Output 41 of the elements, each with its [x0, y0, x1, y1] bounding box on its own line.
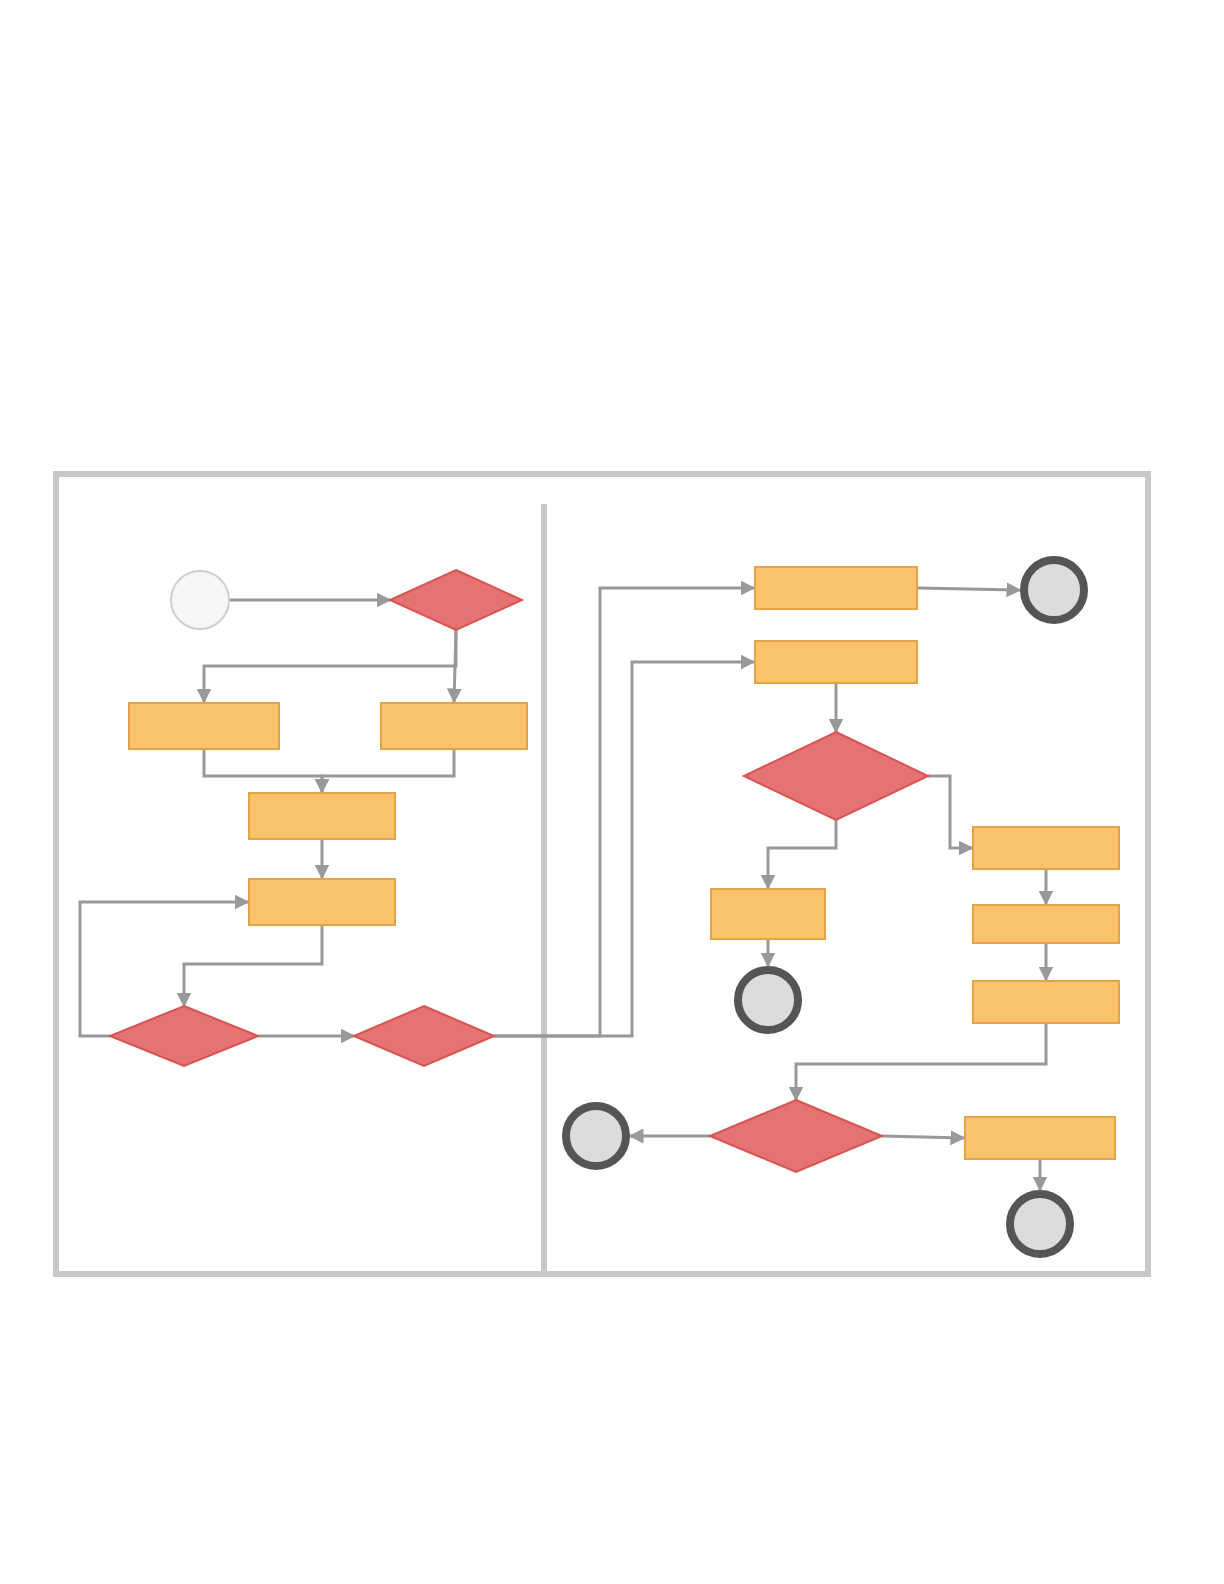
process-box — [972, 904, 1120, 944]
arrow — [1038, 870, 1054, 906]
process-box — [248, 792, 396, 840]
end-circle — [1020, 556, 1088, 624]
end-circle — [734, 966, 802, 1034]
arrow — [446, 629, 462, 704]
arrow — [788, 1024, 1048, 1102]
arrow — [230, 592, 392, 608]
arrow — [828, 684, 844, 734]
arrow — [881, 1130, 966, 1146]
decision-diamond — [110, 1006, 258, 1066]
process-box — [754, 566, 918, 610]
process-box — [710, 888, 826, 940]
decision-diamond — [354, 1006, 494, 1066]
arrow — [1032, 1160, 1048, 1192]
end-circle — [562, 1102, 630, 1170]
arrow — [78, 894, 250, 1038]
arrow — [628, 1128, 710, 1144]
arrow — [196, 630, 458, 704]
arrow — [314, 840, 330, 880]
arrow — [928, 774, 974, 856]
process-box — [972, 980, 1120, 1024]
decision-diamond — [710, 1100, 882, 1172]
arrow — [314, 750, 456, 794]
arrow — [760, 820, 838, 890]
arrow — [176, 926, 324, 1008]
process-box — [972, 826, 1120, 870]
process-box — [754, 640, 918, 684]
start-circle — [170, 570, 230, 630]
arrow — [760, 940, 776, 968]
arrow — [258, 1028, 356, 1044]
decision-diamond — [744, 732, 928, 820]
arrow — [494, 654, 756, 1038]
decision-diamond — [390, 570, 522, 630]
arrow — [1038, 944, 1054, 982]
process-box — [964, 1116, 1116, 1160]
end-circle — [1006, 1190, 1074, 1258]
arrow — [917, 582, 1022, 598]
process-box — [248, 878, 396, 926]
process-box — [380, 702, 528, 750]
process-box — [128, 702, 280, 750]
